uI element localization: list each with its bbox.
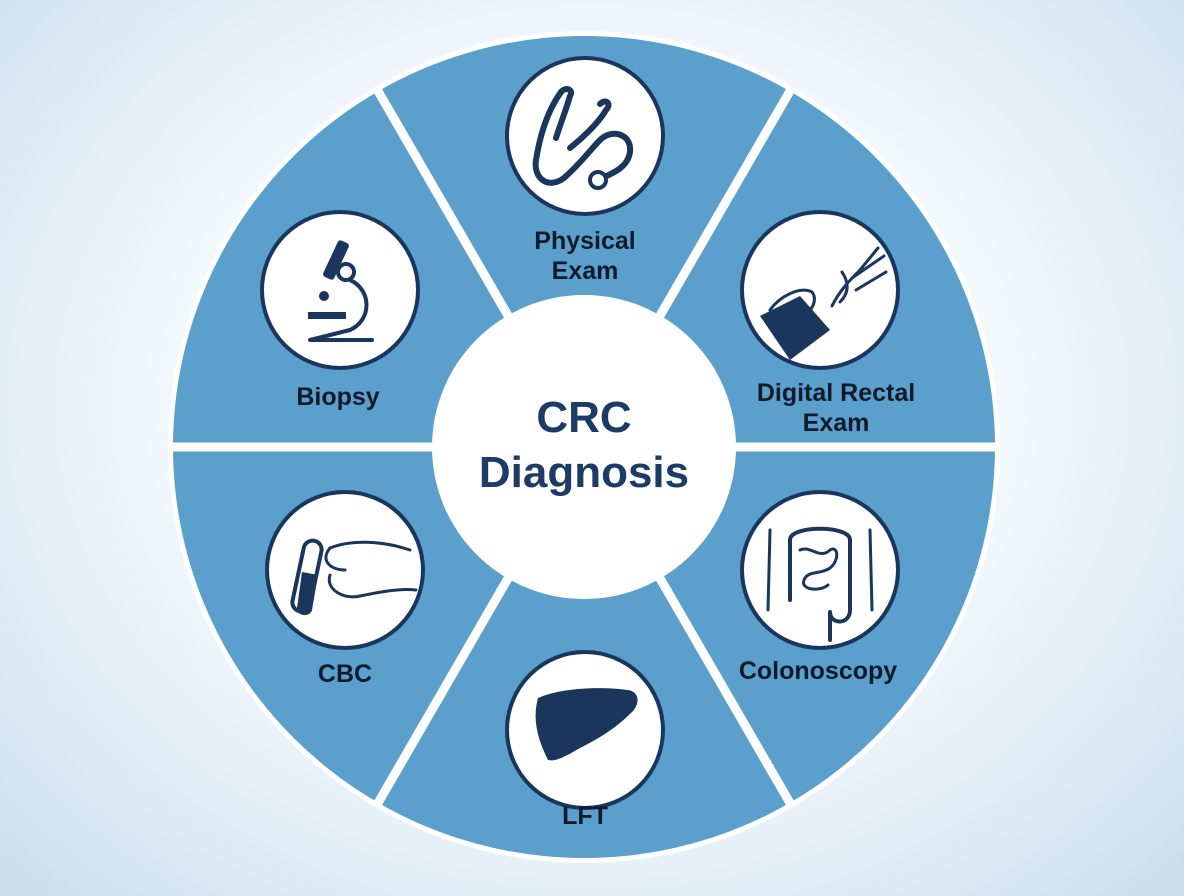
segment-digital-rectal-exam: Digital Rectal Exam <box>740 210 915 437</box>
segment-label-line: Exam <box>552 257 619 285</box>
segment-cbc: CBC <box>265 490 425 688</box>
segment-label-line: CBC <box>318 660 372 688</box>
stethoscope-icon <box>532 86 634 190</box>
segment-label-line: Exam <box>803 409 870 437</box>
segment-label-line: Physical <box>534 227 635 255</box>
intestine-icon <box>766 526 874 642</box>
segment-physical-exam: Physical Exam <box>505 56 665 285</box>
segment-label-line: Colonoscopy <box>739 657 897 685</box>
segment-colonoscopy: Colonoscopy <box>739 490 900 685</box>
segment-lft: LFT <box>505 650 665 830</box>
center-title-line1: CRC <box>536 393 631 442</box>
center-hub <box>432 295 736 599</box>
segment-label-line: LFT <box>562 802 608 830</box>
liver-icon <box>535 688 638 761</box>
blood-test-tube-icon <box>290 538 418 616</box>
center-title-line2: Diagnosis <box>479 448 689 497</box>
gloved-hand-icon <box>760 246 888 360</box>
segment-label-line: Biopsy <box>296 383 379 411</box>
segment-biopsy: Biopsy <box>260 210 420 411</box>
segment-label-line: Digital Rectal <box>757 379 915 407</box>
microscope-icon <box>308 240 374 342</box>
